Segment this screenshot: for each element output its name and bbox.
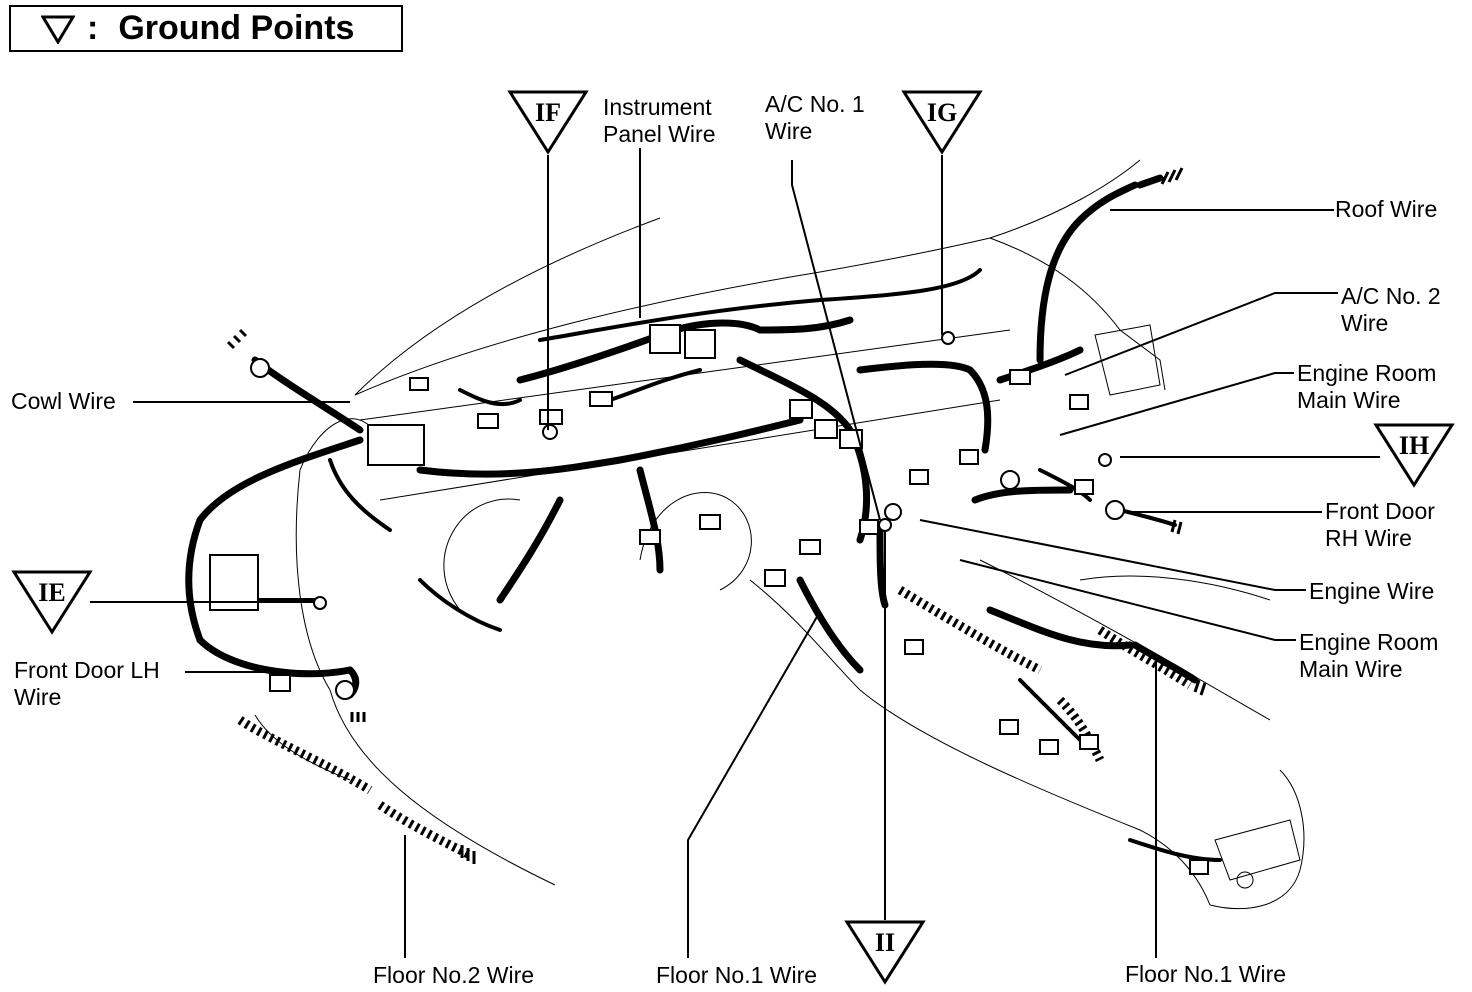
label-line: Main Wire: [1297, 387, 1401, 413]
label-leader-lines: [133, 148, 1338, 958]
ground-point-symbol-icon: [41, 15, 75, 44]
label-line: Engine Room: [1299, 629, 1439, 655]
label-line: Instrument: [603, 94, 712, 120]
ground-point-ih-label: IH: [1399, 431, 1429, 460]
harness-connectors: [209, 324, 1209, 875]
label-instrument-panel-wire: Instrument Panel Wire: [603, 94, 715, 148]
label-line: Wire: [765, 118, 813, 144]
label-floor-no1-wire-left: Floor No.1 Wire: [656, 962, 818, 988]
label-engine-room-main-wire-upper: Engine Room Main Wire: [1297, 360, 1436, 414]
ground-point-ih: IH: [1373, 423, 1455, 488]
label-line: RH Wire: [1325, 525, 1412, 551]
label-ac-no1-wire: A/C No. 1 Wire: [765, 91, 865, 145]
label-line: A/C No. 1: [765, 91, 865, 117]
label-floor-no2-wire: Floor No.2 Wire: [373, 962, 535, 988]
legend-title: Ground Points: [118, 9, 355, 47]
label-front-door-lh-wire: Front Door LH Wire: [14, 657, 160, 711]
legend-box: : Ground Points: [9, 5, 403, 52]
label-line: A/C No. 2: [1341, 283, 1441, 309]
dashboard-outline: [254, 159, 1305, 910]
label-engine-room-main-wire-lower: Engine Room Main Wire: [1299, 629, 1438, 683]
label-line: Wire: [14, 684, 62, 710]
legend-separator: :: [87, 9, 99, 47]
label-line: Panel Wire: [603, 121, 716, 147]
label-line: Front Door: [1325, 498, 1435, 524]
ground-point-ie-label: IE: [38, 578, 65, 607]
ground-point-ig-label: IG: [927, 98, 957, 127]
ground-point-ig: IG: [901, 90, 983, 155]
label-engine-wire: Engine Wire: [1309, 578, 1435, 604]
ground-point-ii: II: [844, 920, 926, 985]
wire-end-markers: [226, 167, 1207, 864]
label-ac-no2-wire: A/C No. 2 Wire: [1341, 283, 1441, 337]
label-front-door-rh-wire: Front Door RH Wire: [1325, 498, 1435, 552]
ground-point-if: IF: [507, 90, 589, 155]
label-line: Wire: [1341, 310, 1389, 336]
ground-point-ii-label: II: [875, 928, 895, 957]
ground-point-if-label: IF: [535, 98, 561, 127]
ground-point-ie: IE: [11, 570, 93, 635]
label-line: Front Door LH: [14, 657, 160, 683]
label-floor-no1-wire-right: Floor No.1 Wire: [1125, 961, 1287, 987]
label-roof-wire: Roof Wire: [1335, 196, 1438, 222]
label-cowl-wire: Cowl Wire: [11, 388, 116, 414]
ground-leader-lines: [90, 155, 1380, 920]
label-line: Engine Room: [1297, 360, 1437, 386]
label-line: Main Wire: [1299, 656, 1403, 682]
